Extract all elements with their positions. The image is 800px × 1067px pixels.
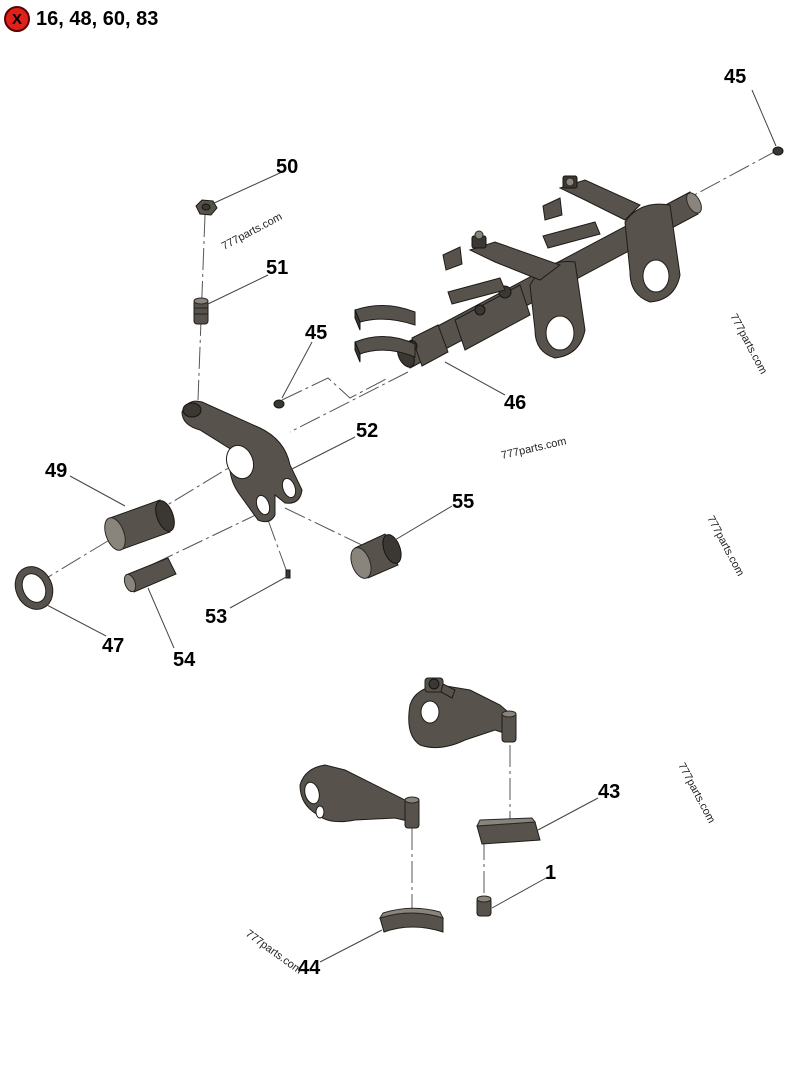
ring-47 — [14, 566, 54, 610]
x-circle-icon: X — [4, 6, 30, 32]
callout-55: 55 — [452, 491, 474, 513]
callout-49: 49 — [45, 460, 67, 482]
rocker-arm-lower-left — [299, 764, 420, 829]
rocker-arm-52 — [181, 400, 303, 523]
watermark-1: 777parts.com — [220, 211, 284, 253]
nut-50 — [195, 199, 218, 216]
bolt-1 — [476, 895, 492, 917]
callout-1: 1 — [545, 862, 556, 884]
watermark-5: 777parts.com — [675, 761, 717, 825]
callout-44: 44 — [298, 957, 321, 979]
pin-54 — [123, 557, 177, 593]
center-lines — [34, 149, 779, 915]
rocker-arm-lower-right — [408, 677, 517, 749]
bushing-49 — [104, 499, 175, 551]
callout-53: 53 — [205, 606, 227, 628]
rocker-arm-shaft-assembly — [397, 175, 702, 369]
pad-44 — [378, 907, 444, 933]
not-included-parts-list: 16, 48, 60, 83 — [36, 7, 159, 30]
callout-43: 43 — [598, 781, 620, 803]
callout-47: 47 — [102, 635, 124, 657]
callout-46: 46 — [504, 392, 526, 414]
leader-lines — [44, 89, 777, 963]
roller-55 — [350, 533, 402, 579]
adjusting-screw-51 — [193, 297, 209, 325]
saddle-pads — [354, 305, 416, 363]
watermark-4: 777parts.com — [704, 514, 746, 578]
callout-51: 51 — [266, 257, 288, 279]
callout-50: 50 — [276, 156, 298, 178]
callout-52: 52 — [356, 420, 378, 442]
callout-54: 54 — [173, 649, 196, 671]
pad-43 — [476, 817, 541, 845]
watermark-2: 777parts.com — [500, 435, 568, 462]
not-included-header: X 16, 48, 60, 83 — [4, 5, 158, 33]
callout-45-top: 45 — [724, 66, 746, 88]
watermark-6: 777parts.com — [243, 928, 304, 977]
pin-53 — [285, 569, 291, 579]
callout-45-mid: 45 — [305, 322, 327, 344]
plug-45-mid — [273, 399, 285, 409]
watermark-3: 777parts.com — [727, 312, 769, 376]
plug-45-top — [772, 146, 784, 156]
x-glyph: X — [11, 10, 22, 28]
callout-labels: 45 50 51 45 46 52 49 55 53 47 54 43 1 44 — [45, 66, 746, 979]
